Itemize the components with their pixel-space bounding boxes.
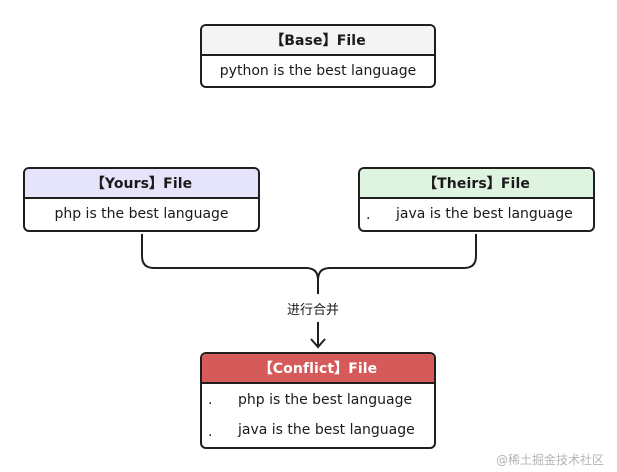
watermark: @稀土掘金技术社区	[496, 453, 605, 467]
merge-brace-line	[141, 234, 477, 294]
conflict-row-1-bullet: .	[208, 392, 213, 408]
yours-file-box: 【Yours】File php is the best language	[23, 167, 260, 232]
base-file-title: 【Base】File	[202, 26, 434, 56]
conflict-row-2-text: java is the best language	[238, 422, 415, 438]
base-file-content: python is the best language	[219, 63, 417, 79]
conflict-file-title: 【Conflict】File	[202, 354, 434, 384]
conflict-row-2: . java is the best language	[202, 416, 434, 447]
conflict-row-2-bullet: .	[208, 424, 213, 440]
base-file-box: 【Base】File python is the best language	[200, 24, 436, 88]
merge-arrow-head	[310, 338, 326, 349]
yours-file-content: php is the best language	[54, 206, 229, 222]
merge-label: 进行合并	[285, 299, 342, 318]
conflict-row-1: . php is the best language	[202, 384, 434, 416]
theirs-row-bullet: .	[366, 207, 371, 223]
theirs-file-box: 【Theirs】File . java is the best language	[358, 167, 595, 232]
conflict-row-1-text: php is the best language	[238, 392, 413, 408]
theirs-file-content: java is the best language	[396, 206, 573, 222]
theirs-file-title: 【Theirs】File	[360, 169, 593, 199]
theirs-file-row: . java is the best language	[360, 199, 593, 229]
conflict-file-box: 【Conflict】File . php is the best languag…	[200, 352, 436, 449]
yours-file-title: 【Yours】File	[25, 169, 258, 199]
